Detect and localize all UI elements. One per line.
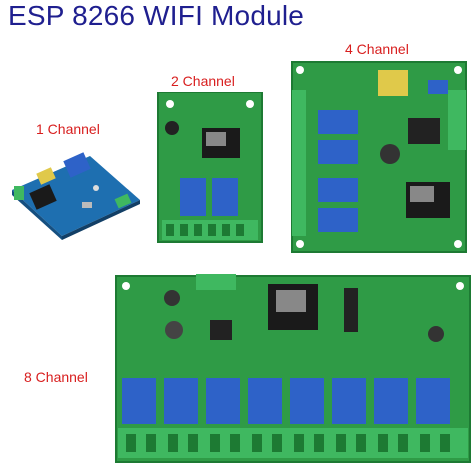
board-1-channel [4, 140, 144, 240]
label-8-channel: 8 Channel [24, 369, 88, 385]
board-2-channel [150, 92, 270, 252]
label-4-channel: 4 Channel [345, 41, 409, 57]
page-title: ESP 8266 WIFI Module [8, 0, 305, 31]
board-4-channel [288, 58, 470, 256]
board-8-channel [112, 274, 474, 466]
label-1-channel: 1 Channel [36, 121, 100, 137]
label-2-channel: 2 Channel [171, 73, 235, 89]
